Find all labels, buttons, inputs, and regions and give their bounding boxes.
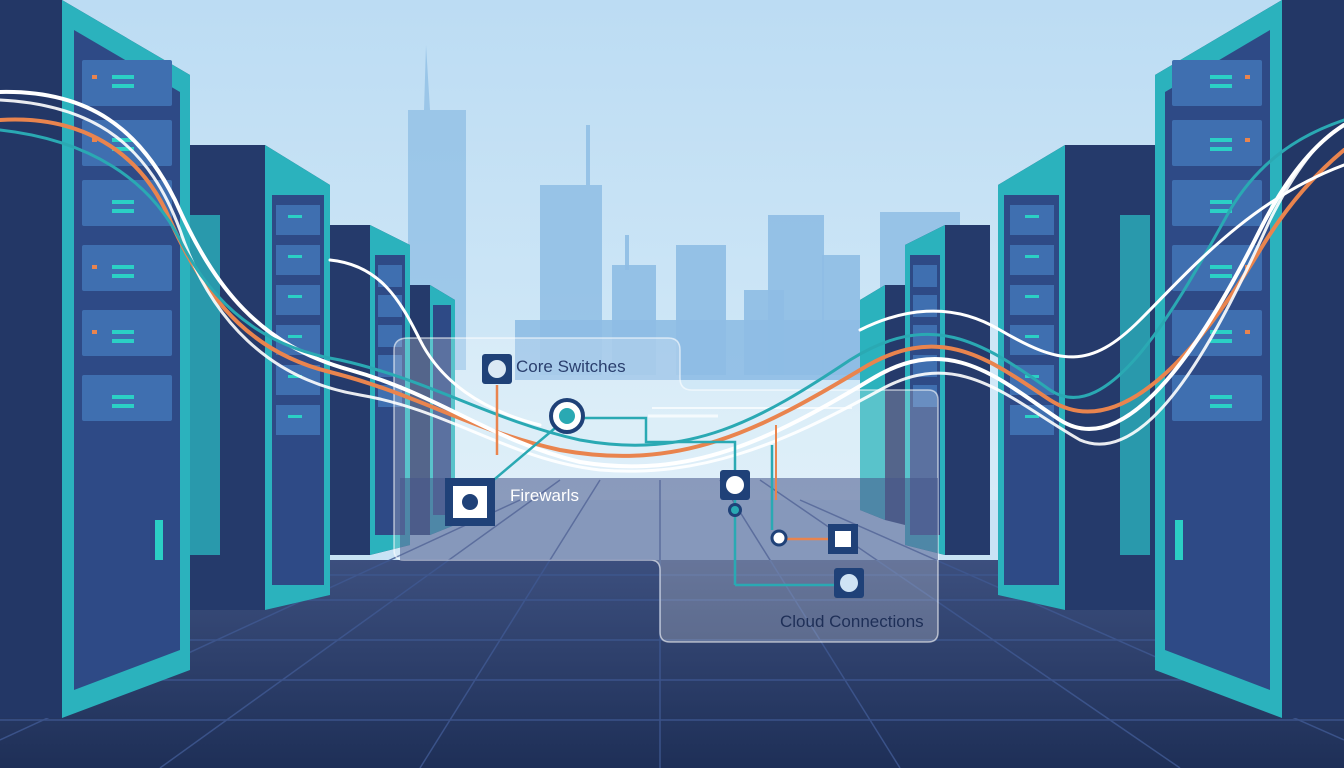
floor <box>0 560 1344 768</box>
node-circle-icon <box>462 494 478 510</box>
teal-cable <box>0 118 1344 447</box>
firewalls-node[interactable] <box>445 478 495 526</box>
white-cable-3 <box>328 258 542 427</box>
firewalls-label: Firewarls <box>510 486 579 505</box>
node-circle-icon <box>726 476 744 494</box>
node-circle-icon <box>488 360 506 378</box>
left-rack-leds <box>112 75 302 560</box>
node-circle-icon <box>770 529 788 547</box>
core-switches-node[interactable] <box>482 354 512 384</box>
core-switches-label: Core Switches <box>516 357 626 376</box>
node-circle-icon <box>840 574 858 592</box>
cloud-node[interactable] <box>834 568 864 598</box>
white-cable-1 <box>0 89 1344 469</box>
junction-node[interactable] <box>770 529 788 547</box>
left-rack-status-lights <box>92 75 97 334</box>
cloud-connections-label: Cloud Connections <box>780 612 924 631</box>
router-node[interactable] <box>720 470 750 517</box>
hub-node[interactable] <box>549 398 585 434</box>
edge-square-node[interactable] <box>828 524 858 554</box>
server-rack-icon <box>0 0 190 718</box>
white-cable-4 <box>858 163 1344 359</box>
